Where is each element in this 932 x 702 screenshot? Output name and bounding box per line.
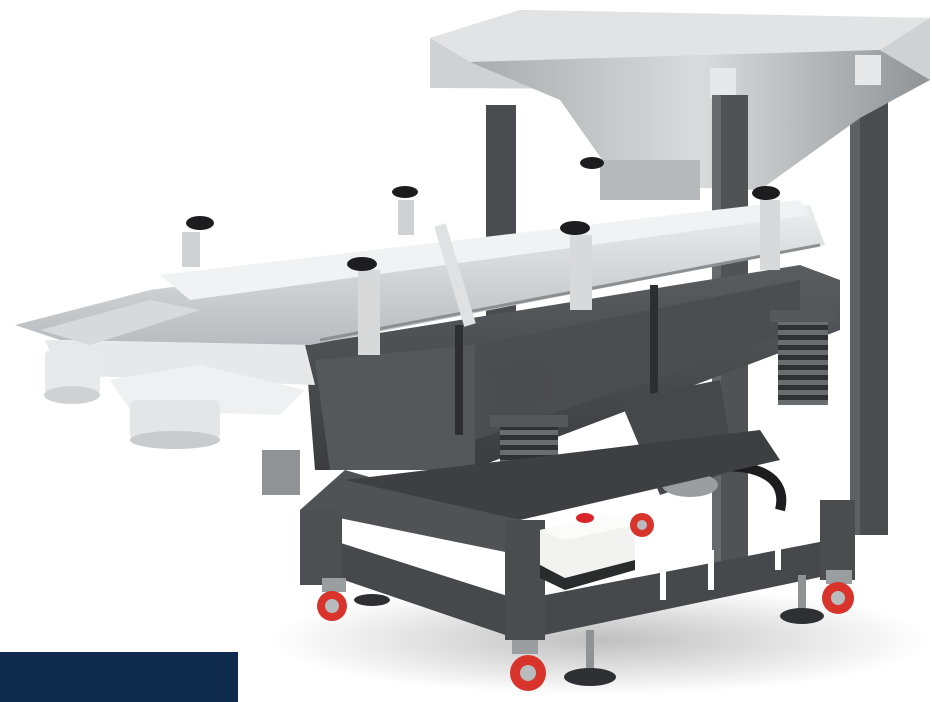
clamp-knob-icon xyxy=(560,221,592,310)
control-box xyxy=(540,513,635,590)
caster-wheel-icon xyxy=(317,578,347,621)
spring-icon xyxy=(778,320,828,405)
leveling-feet xyxy=(354,575,824,686)
hopper xyxy=(430,10,930,200)
casters xyxy=(317,513,854,691)
caster-wheel-icon xyxy=(630,513,654,537)
caster-wheel-icon xyxy=(822,570,854,614)
clamp-knob-icon xyxy=(580,157,604,169)
base-frame xyxy=(300,430,855,640)
clamp-knob-icon xyxy=(752,186,780,270)
sieve-body xyxy=(305,265,840,470)
clamp-knob-icon xyxy=(182,216,214,267)
tray-clamps xyxy=(182,157,780,355)
caster-wheel-icon xyxy=(510,640,546,691)
springs xyxy=(490,310,836,505)
sieve-trays xyxy=(15,200,825,385)
emergency-button-icon xyxy=(576,513,594,523)
outlet-spouts xyxy=(44,350,305,495)
floor-shadow xyxy=(270,585,930,695)
clamp-knob-icon xyxy=(392,186,418,235)
accent-block xyxy=(0,652,238,702)
clamp-knob-icon xyxy=(347,257,380,355)
